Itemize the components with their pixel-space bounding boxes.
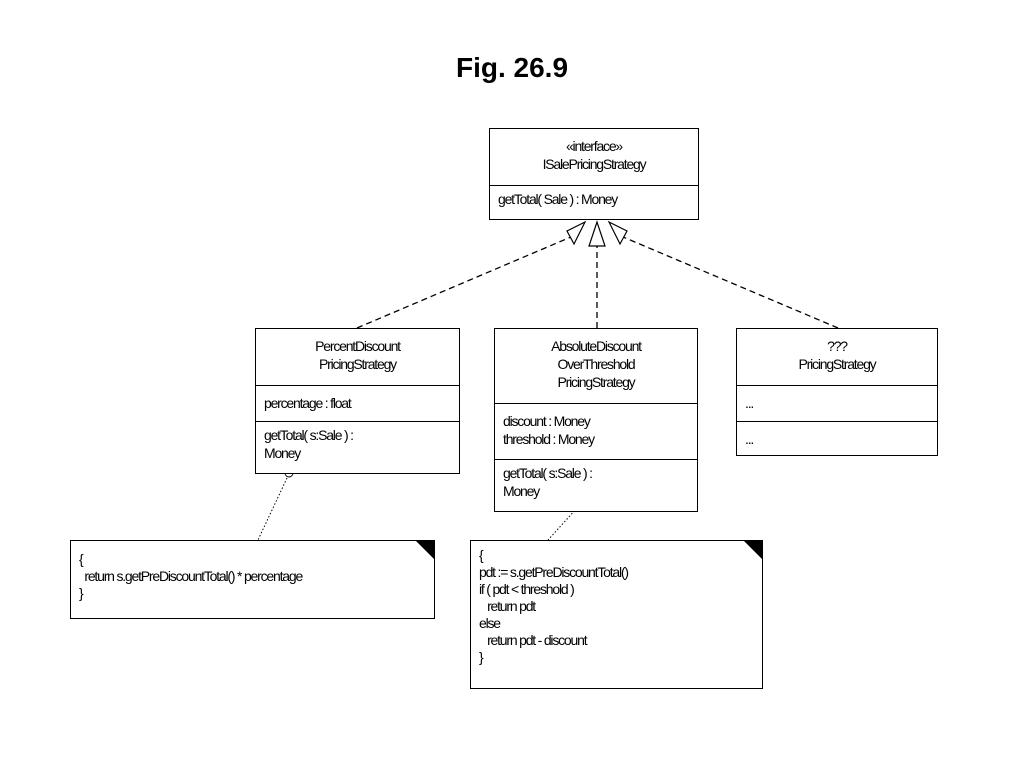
interface-operations-section: getTotal( Sale ) : Money bbox=[490, 185, 698, 212]
note-anchor-line-absolute bbox=[547, 507, 578, 541]
realization-line-unknown bbox=[615, 233, 839, 329]
note-percent-discount-code: { return s.getPreDiscountTotal() * perce… bbox=[70, 540, 435, 619]
figure-title: Fig. 26.9 bbox=[455, 52, 569, 83]
class-unknown-pricing-strategy: ??? PricingStrategy ... ... bbox=[736, 328, 938, 456]
class-operations-section: ... bbox=[737, 421, 937, 452]
realization-line-percent bbox=[356, 233, 579, 329]
class-operation-line: Money bbox=[264, 445, 301, 461]
note-code-line: return pdt bbox=[479, 598, 536, 614]
note-code-line: } bbox=[79, 585, 84, 601]
interface-isalepricingstrategy: «interface» ISalePricingStrategy getTota… bbox=[489, 128, 699, 220]
class-operation-line: ... bbox=[745, 431, 754, 447]
class-percent-discount-pricing-strategy: PercentDiscount PricingStrategy percenta… bbox=[255, 328, 460, 474]
class-operation-line: getTotal( s:Sale ) : bbox=[264, 427, 354, 443]
note-code-line: return s.getPreDiscountTotal() * percent… bbox=[79, 568, 303, 584]
realization-arrowhead-center bbox=[588, 220, 606, 247]
class-operation-line: Money bbox=[503, 483, 540, 499]
note-code-line: } bbox=[479, 649, 484, 665]
interface-stereotype: «interface» bbox=[565, 138, 623, 154]
class-operation-line: getTotal( s:Sale ) : bbox=[503, 465, 593, 481]
interface-name-section: «interface» ISalePricingStrategy bbox=[490, 129, 698, 185]
class-name-section: PercentDiscount PricingStrategy bbox=[256, 329, 459, 385]
class-name-line: AbsoluteDiscount bbox=[551, 338, 642, 354]
note-code-line: { bbox=[79, 551, 84, 567]
interface-name: ISalePricingStrategy bbox=[542, 156, 647, 172]
note-absolute-discount-code: { pdt := s.getPreDiscountTotal() if ( pd… bbox=[470, 540, 763, 689]
class-name-line: PricingStrategy bbox=[319, 356, 397, 372]
class-attribute: threshold : Money bbox=[503, 431, 595, 447]
class-attributes-section: ... bbox=[737, 385, 937, 421]
note-fold-corner bbox=[743, 540, 763, 560]
note-code-line: return pdt - discount bbox=[479, 632, 588, 648]
class-attribute: percentage : float bbox=[264, 395, 352, 411]
class-operations-section: getTotal( s:Sale ) : Money bbox=[495, 459, 697, 504]
class-attributes-section: percentage : float bbox=[256, 385, 459, 421]
note-anchor-line-percent bbox=[257, 477, 288, 541]
class-attribute: discount : Money bbox=[503, 413, 591, 429]
note-code-line: pdt := s.getPreDiscountTotal() bbox=[479, 564, 629, 580]
realization-arrowhead-right bbox=[607, 220, 628, 246]
class-attributes-section: discount : Money threshold : Money bbox=[495, 403, 697, 459]
note-code-line: { bbox=[479, 547, 484, 563]
class-name-section: AbsoluteDiscount OverThreshold PricingSt… bbox=[495, 329, 697, 403]
class-name-line: PercentDiscount bbox=[315, 338, 401, 354]
class-name-line: ??? bbox=[827, 338, 848, 354]
note-fold-corner bbox=[415, 540, 435, 560]
interface-operation: getTotal( Sale ) : Money bbox=[498, 191, 618, 207]
realization-arrowhead-left bbox=[566, 220, 587, 246]
class-absolute-discount-over-threshold-pricing-strategy: AbsoluteDiscount OverThreshold PricingSt… bbox=[494, 328, 698, 512]
class-attribute: ... bbox=[745, 395, 754, 411]
class-name-line: OverThreshold bbox=[557, 356, 636, 372]
class-name-section: ??? PricingStrategy bbox=[737, 329, 937, 385]
class-operations-section: getTotal( s:Sale ) : Money bbox=[256, 421, 459, 466]
note-code-line: else bbox=[479, 615, 501, 631]
class-name-line: PricingStrategy bbox=[557, 374, 636, 390]
note-code-line: if ( pdt < threshold ) bbox=[479, 581, 575, 597]
class-name-line: PricingStrategy bbox=[798, 356, 877, 372]
